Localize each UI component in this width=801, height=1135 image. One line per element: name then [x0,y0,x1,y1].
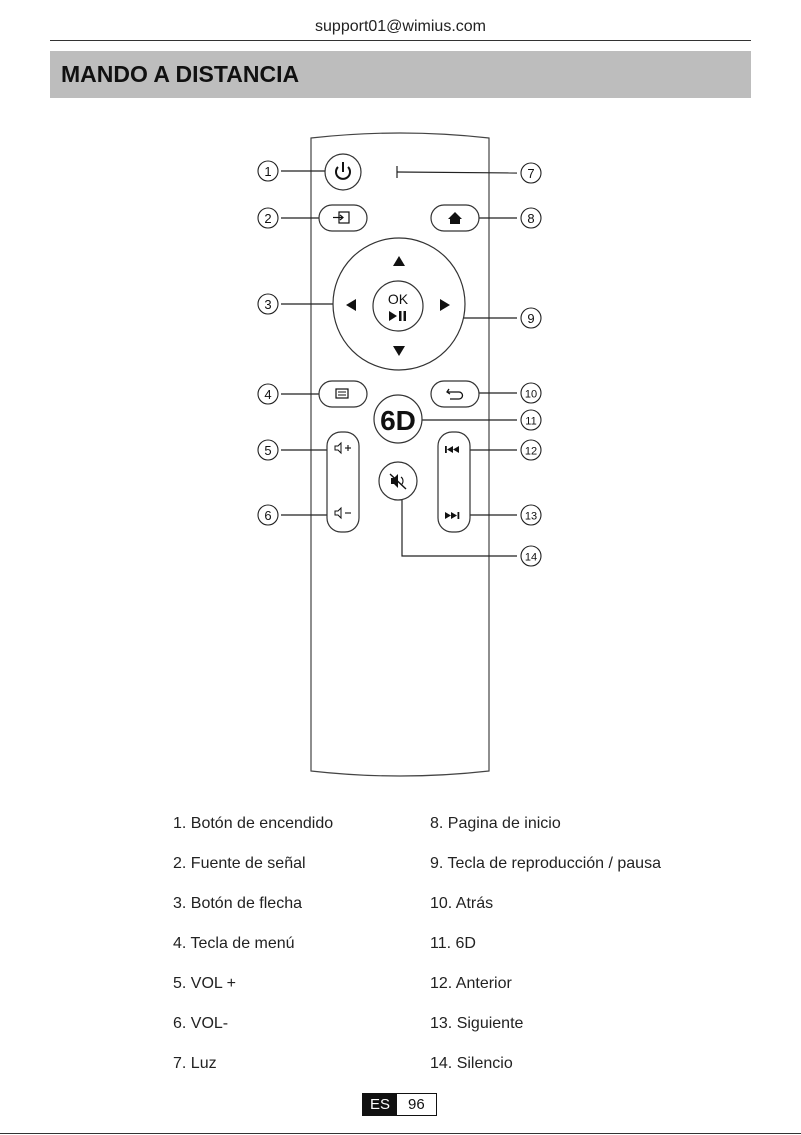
legend-item: 4. Tecla de menú [173,935,295,953]
legend-item: 1. Botón de encendido [173,815,333,833]
callout-13: 13 [521,505,541,525]
ok-play-pause-button: OK [373,281,423,331]
svg-text:11: 11 [525,416,536,428]
previous-icon [445,446,447,453]
svg-text:6: 6 [264,508,271,523]
callout-8: 8 [521,208,541,228]
svg-text:5: 5 [264,443,271,458]
svg-text:10: 10 [525,389,537,401]
svg-text:8: 8 [527,211,534,226]
legend-item: 10. Atrás [430,895,493,913]
six-d-button: 6D [374,395,422,443]
legend-item: 7. Luz [173,1055,217,1073]
callout-2: 2 [258,208,278,228]
page-badge: ES 96 [362,1093,437,1116]
page-number: 96 [397,1094,436,1115]
callout-7: 7 [521,163,541,183]
ok-label: OK [388,291,409,307]
callout-3: 3 [258,294,278,314]
legend-item: 5. VOL + [173,975,236,993]
callout-1: 1 [258,161,278,181]
six-d-label: 6D [380,405,416,436]
legend-item: 11. 6D [430,935,476,953]
svg-text:4: 4 [264,387,271,402]
callout-11: 11 [521,410,541,430]
callout-4: 4 [258,384,278,404]
callout-14: 14 [521,546,541,566]
svg-text:13: 13 [525,511,537,523]
svg-text:1: 1 [264,164,271,179]
legend-item: 14. Silencio [430,1055,513,1073]
svg-text:7: 7 [527,166,534,181]
legend-item: 9. Tecla de reproducción / pausa [430,855,661,873]
legend-item: 3. Botón de flecha [173,895,302,913]
power-button [325,154,361,190]
legend-item: 8. Pagina de inicio [430,815,561,833]
callout-9: 9 [521,308,541,328]
back-button [431,381,479,407]
legend-item: 2. Fuente de señal [173,855,306,873]
remote-diagram: OK 6D [0,0,801,800]
volume-rocker [327,432,359,532]
footer-rule [0,1133,801,1134]
mute-button [379,462,417,500]
source-button [319,205,367,231]
svg-text:2: 2 [264,211,271,226]
home-button [431,205,479,231]
legend-item: 6. VOL- [173,1015,228,1033]
svg-text:3: 3 [264,297,271,312]
svg-text:12: 12 [525,446,537,458]
menu-button [319,381,367,407]
svg-text:14: 14 [525,552,537,564]
language-code: ES [363,1094,397,1115]
legend-item: 12. Anterior [430,975,512,993]
callout-6: 6 [258,505,278,525]
callout-12: 12 [521,440,541,460]
legend-item: 13. Siguiente [430,1015,523,1033]
callout-5: 5 [258,440,278,460]
callout-10: 10 [521,383,541,403]
svg-text:9: 9 [527,311,534,326]
track-rocker [438,432,470,532]
